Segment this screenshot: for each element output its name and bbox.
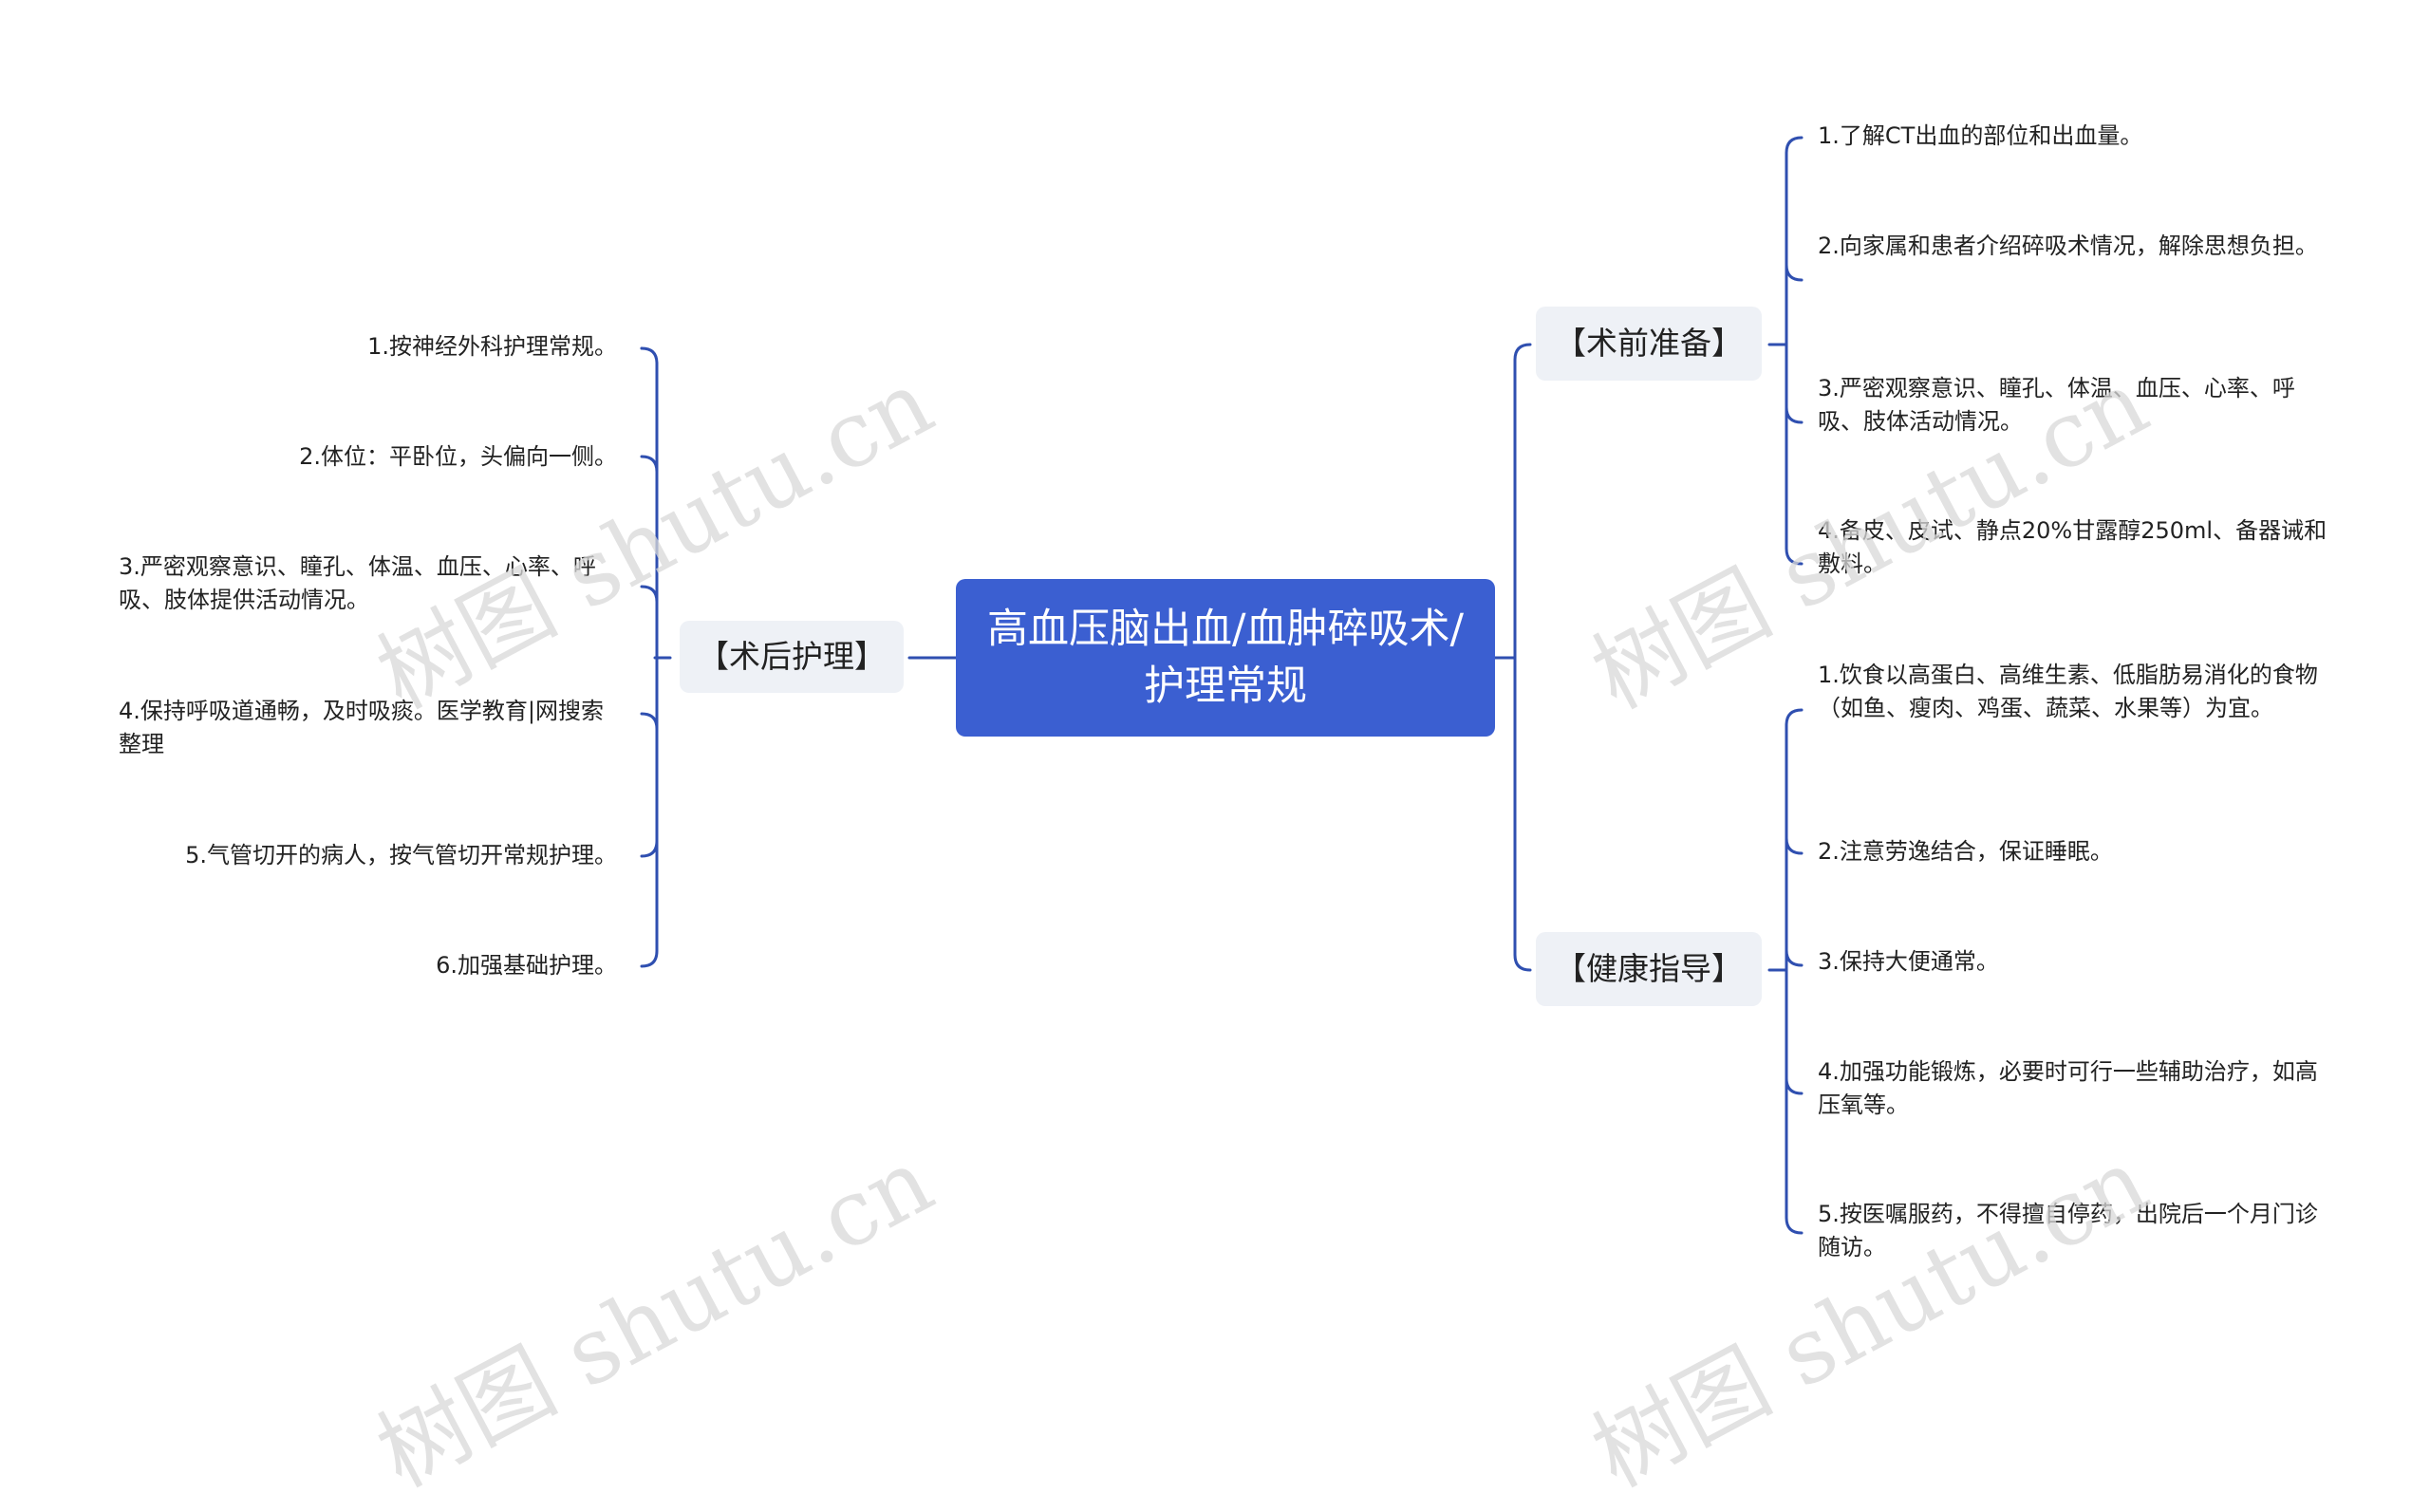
connector-postop-leaf-4 <box>640 712 659 731</box>
branch-health-label: 【健康指导】 <box>1555 950 1743 987</box>
connector-preop-bracket <box>1785 136 1804 566</box>
connector-postop-leaf-3 <box>640 585 659 604</box>
connector-postop-leaf-5 <box>640 839 659 858</box>
connector-preop-leaf-3 <box>1785 405 1804 424</box>
postop-item-2[interactable]: 2.体位：平卧位，头偏向一侧。 <box>299 443 617 470</box>
health-item-5[interactable]: 5.按医嘱服药，不得擅自停药，出院后一个月门诊随访。 <box>1818 1201 2318 1260</box>
connector-postop-leaf-2 <box>640 455 659 474</box>
postop-item-1[interactable]: 1.按神经外科护理常规。 <box>367 333 617 360</box>
branch-health[interactable]: 【健康指导】 <box>1536 932 1762 1006</box>
branch-preop[interactable]: 【术前准备】 <box>1536 307 1762 381</box>
connector-lines <box>640 136 1804 1235</box>
connector-right-bracket <box>1513 343 1532 972</box>
connector-postop-bracket <box>640 346 659 968</box>
health-item-2[interactable]: 2.注意劳逸结合，保证睡眠。 <box>1818 838 2113 865</box>
mind-map: 高血压脑出血/血肿碎吸术/护理常规 【术后护理】 1.按神经外科护理常规。 2.… <box>119 122 2327 1507</box>
branch-postop-label: 【术后护理】 <box>698 638 886 675</box>
preop-item-1[interactable]: 1.了解CT出血的部位和出血量。 <box>1818 122 2143 149</box>
connector-preop-leaf-2 <box>1785 263 1804 282</box>
center-topic-label: 高血压脑出血/血肿碎吸术/护理常规 <box>987 606 1464 710</box>
postop-item-5[interactable]: 5.气管切开的病人，按气管切开常规护理。 <box>185 842 617 868</box>
preop-item-4[interactable]: 4.备皮、皮试、静点20%甘露醇250ml、备器诫和敷料。 <box>1818 517 2327 577</box>
connector-health-leaf-2 <box>1785 836 1804 855</box>
health-item-1[interactable]: 1.饮食以高蛋白、高维生素、低脂肪易消化的食物（如鱼、瘦肉、鸡蛋、蔬菜、水果等）… <box>1818 662 2318 721</box>
branch-preop-label: 【术前准备】 <box>1555 325 1743 362</box>
health-item-4[interactable]: 4.加强功能锻炼，必要时可行一些辅助治疗，如高压氧等。 <box>1818 1058 2318 1118</box>
postop-item-4[interactable]: 4.保持呼吸道通畅，及时吸痰。医学教育|网搜索整理 <box>119 698 604 757</box>
preop-item-3[interactable]: 3.严密观察意识、瞳孔、体温、血压、心率、呼吸、肢体活动情况。 <box>1818 375 2295 435</box>
center-topic[interactable]: 高血压脑出血/血肿碎吸术/护理常规 <box>956 579 1495 737</box>
preop-item-2[interactable]: 2.向家属和患者介绍碎吸术情况，解除思想负担。 <box>1818 233 2318 259</box>
connector-health-bracket <box>1785 708 1804 1235</box>
connector-health-leaf-4 <box>1785 1076 1804 1095</box>
health-item-3[interactable]: 3.保持大便通常。 <box>1818 948 1999 975</box>
branch-postop[interactable]: 【术后护理】 <box>680 621 904 693</box>
postop-item-6[interactable]: 6.加强基础护理。 <box>436 952 617 979</box>
connector-health-leaf-3 <box>1785 948 1804 967</box>
postop-item-3[interactable]: 3.严密观察意识、瞳孔、体温、血压、心率、呼吸、肢体提供活动情况。 <box>119 553 596 613</box>
